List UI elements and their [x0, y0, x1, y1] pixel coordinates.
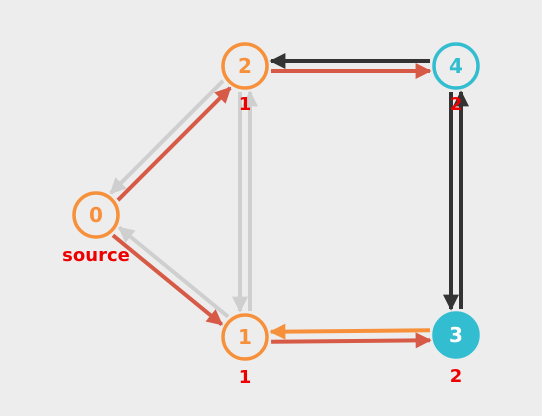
node-2[interactable]: 21	[221, 42, 269, 115]
node-0-label: 0	[89, 203, 103, 227]
node-1-caption: 1	[239, 367, 252, 388]
edge-3-to-1	[269, 323, 430, 340]
node-1-circle[interactable]	[221, 313, 269, 361]
edge-1-to-3	[271, 332, 432, 349]
node-1[interactable]: 11	[221, 313, 269, 388]
edge-2-to-0	[109, 79, 225, 195]
edge-1-to-0	[118, 226, 230, 319]
node-3-circle[interactable]	[432, 311, 480, 359]
node-3-caption: 2	[450, 366, 463, 387]
node-3-label: 3	[449, 323, 463, 347]
node-4[interactable]: 42	[432, 42, 480, 115]
node-2-caption: 1	[239, 94, 252, 115]
edges-layer	[109, 53, 469, 349]
node-0-circle[interactable]	[72, 191, 120, 239]
node-4-caption: 2	[450, 94, 463, 115]
node-0[interactable]: 0 source	[62, 191, 130, 266]
edge-0-to-2	[116, 86, 232, 202]
node-2-label: 2	[238, 54, 252, 78]
node-4-label: 4	[449, 54, 463, 78]
node-1-label: 1	[238, 325, 252, 349]
node-2-circle[interactable]	[221, 42, 269, 90]
node-3[interactable]: 32	[432, 311, 480, 387]
edge-0-to-1	[111, 233, 223, 326]
node-0-caption: source	[62, 245, 130, 266]
node-4-circle[interactable]	[432, 42, 480, 90]
